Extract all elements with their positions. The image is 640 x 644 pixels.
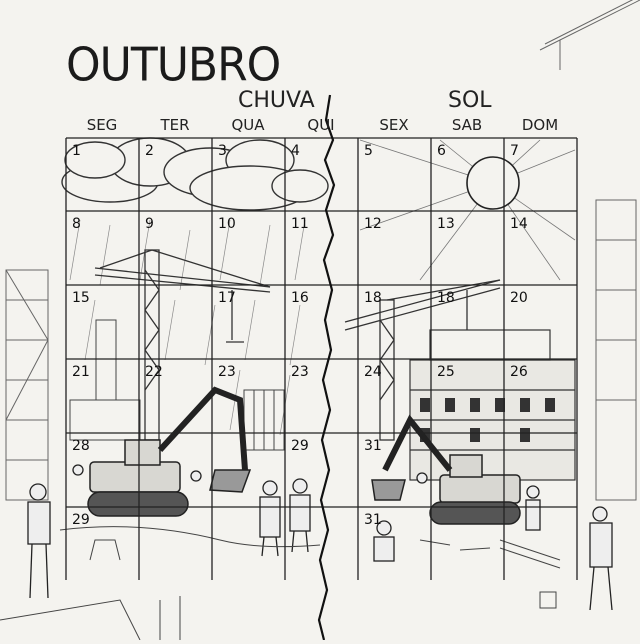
weekday-qui: QUI xyxy=(307,116,335,134)
excavator-icon xyxy=(87,386,252,517)
divider-crack xyxy=(317,94,336,641)
sun-label: SOL xyxy=(448,88,492,113)
cloud-icon xyxy=(61,137,329,211)
day-number: 9 xyxy=(145,216,154,232)
weekday-sab: SAB xyxy=(451,116,483,134)
day-number: 5 xyxy=(364,143,373,159)
day-number: 22 xyxy=(145,364,163,380)
background-scaffold xyxy=(5,0,640,501)
day-number: 25 xyxy=(437,364,455,380)
weekday-sex: SEX xyxy=(379,116,409,134)
day-number: 15 xyxy=(72,290,90,306)
weekday-seg: SEG xyxy=(86,116,118,134)
day-number: 11 xyxy=(291,216,309,232)
excavator-icon xyxy=(371,414,521,525)
building-icon xyxy=(69,319,285,451)
day-number: 12 xyxy=(364,216,382,232)
day-number: 18 xyxy=(364,290,382,306)
day-number: 23 xyxy=(218,364,236,380)
day-number: 16 xyxy=(291,290,309,306)
page-title: OUTUBRO xyxy=(66,38,281,93)
day-number: 2 xyxy=(145,143,154,159)
calendar-grid xyxy=(65,137,578,580)
day-number: 8 xyxy=(72,216,81,232)
day-number: 31 xyxy=(364,512,382,528)
weekday-qua: QUA xyxy=(231,116,265,134)
day-number: 3 xyxy=(218,143,227,159)
day-number: 29 xyxy=(291,438,309,454)
sun-icon xyxy=(466,156,520,210)
day-number: 20 xyxy=(510,290,528,306)
weekday-dom: DOM xyxy=(521,116,559,134)
rain-streaks xyxy=(69,219,306,436)
day-number: 7 xyxy=(510,143,519,159)
day-number: 4 xyxy=(291,143,300,159)
day-number: 10 xyxy=(218,216,236,232)
day-number: 26 xyxy=(510,364,528,380)
day-number: 29 xyxy=(72,512,90,528)
day-number: 17 xyxy=(218,290,236,306)
ground-debris xyxy=(0,526,561,641)
day-number: 28 xyxy=(72,438,90,454)
day-number: 14 xyxy=(510,216,528,232)
day-number: 21 xyxy=(72,364,90,380)
sun-rays xyxy=(359,139,576,281)
day-number: 24 xyxy=(364,364,382,380)
weekday-ter: TER xyxy=(160,116,190,134)
day-number: 6 xyxy=(437,143,446,159)
day-number: 1 xyxy=(72,143,81,159)
crane-icon xyxy=(94,249,271,441)
day-number: 23 xyxy=(291,364,309,380)
rain-label: CHUVA xyxy=(238,88,315,113)
day-number: 31 xyxy=(364,438,382,454)
crane-icon xyxy=(344,279,501,441)
day-number: 13 xyxy=(437,216,455,232)
day-number: 18 xyxy=(437,290,455,306)
